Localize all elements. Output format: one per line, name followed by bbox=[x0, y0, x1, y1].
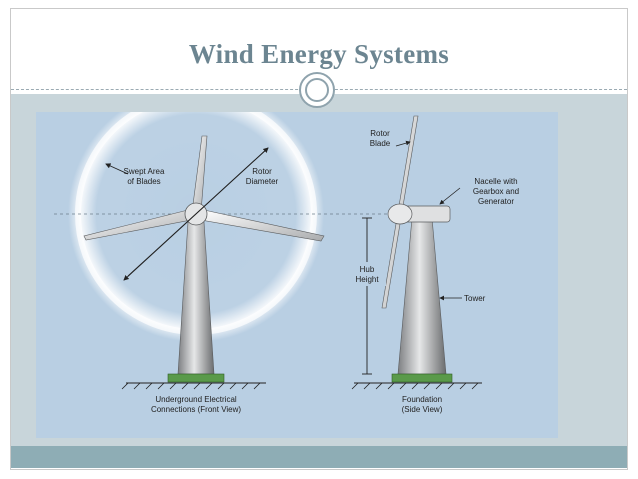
side-foundation bbox=[391, 373, 453, 383]
label-underground-1: Underground Electrical bbox=[155, 395, 237, 404]
label-hub-height-2: Height bbox=[355, 275, 379, 284]
hub-height-label-bg bbox=[348, 262, 386, 286]
wind-turbine-diagram: Swept Area of Blades Rotor Diameter Unde… bbox=[36, 112, 558, 438]
swept-area-arrow bbox=[105, 163, 129, 175]
circle-ornament-inner bbox=[305, 78, 329, 102]
label-nacelle-1: Nacelle with bbox=[474, 177, 517, 186]
label-rotor-diameter-2: Diameter bbox=[246, 177, 279, 186]
front-ground-hatch bbox=[121, 382, 261, 390]
label-underground-2: Connections (Front View) bbox=[151, 405, 241, 414]
label-nacelle-3: Generator bbox=[478, 197, 514, 206]
circle-ornament-icon bbox=[299, 72, 335, 108]
rotor-diameter-arrow-back bbox=[123, 147, 269, 281]
side-hub bbox=[387, 203, 413, 225]
label-foundation-1: Foundation bbox=[402, 395, 442, 404]
label-tower: Tower bbox=[464, 294, 486, 303]
label-rotor-diameter-1: Rotor bbox=[252, 167, 272, 176]
label-swept-area-1: Swept Area bbox=[124, 167, 165, 176]
side-view-turbine bbox=[351, 115, 482, 390]
nacelle-leader bbox=[439, 187, 461, 205]
label-hub-height-1: Hub bbox=[360, 265, 375, 274]
label-nacelle-2: Gearbox and bbox=[473, 187, 519, 196]
front-view-turbine bbox=[54, 112, 436, 390]
label-foundation-2: (Side View) bbox=[402, 405, 443, 414]
label-rotor-blade-1: Rotor bbox=[370, 129, 390, 138]
label-rotor-blade-2: Blade bbox=[370, 139, 391, 148]
front-foundation bbox=[167, 373, 225, 383]
rotor-blade-leader bbox=[395, 140, 411, 147]
label-swept-area-2: of Blades bbox=[127, 177, 160, 186]
bottom-bar bbox=[11, 446, 627, 468]
slide-title: Wind Energy Systems bbox=[188, 39, 450, 69]
side-ground-hatch bbox=[351, 382, 479, 390]
